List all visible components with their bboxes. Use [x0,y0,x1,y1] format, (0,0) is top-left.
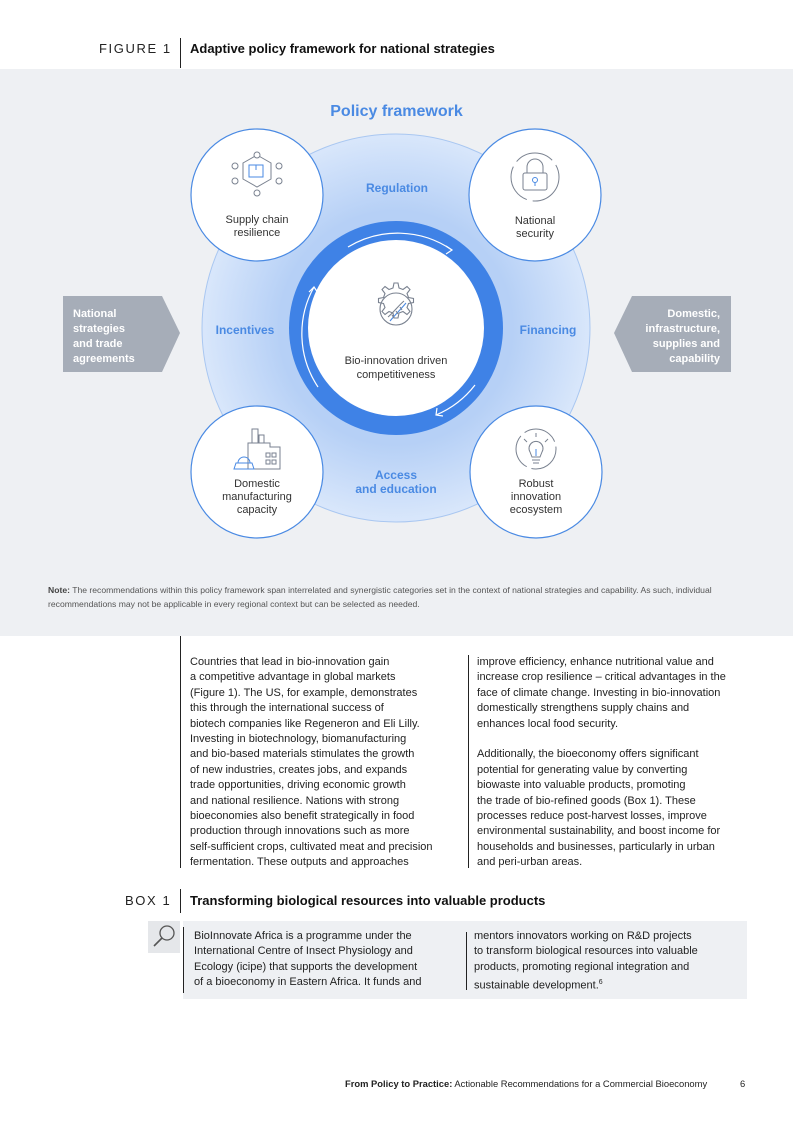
manufacturing-line1: Domestic [234,478,280,490]
body-left-rule [180,636,181,868]
box-label: BOX 1 [125,893,172,908]
label-incentives: Incentives [216,323,275,337]
innovation-line3: ecosystem [510,504,563,516]
policy-framework-diagram: Policy framework National strategies and… [63,103,731,539]
figure-divider [180,38,181,68]
note-text: The recommendations within this policy f… [48,585,712,609]
manufacturing-line3: capacity [237,504,278,516]
box-icon-tile [148,921,180,953]
footnote-ref: 6 [598,979,603,987]
left-arrow-line4: agreements [73,353,135,365]
center-label-line1: Bio-innovation driven [345,355,448,367]
left-arrow-line3: and trade [73,338,123,350]
figure-title: Adaptive policy framework for national s… [190,41,495,56]
cycle-arrows [301,232,476,417]
note-label: Note: [48,585,70,595]
body-column-1: Countries that lead in bio-innovation ga… [190,656,433,869]
security-line1: National [515,215,555,227]
diagram-heading: Policy framework [330,103,463,120]
label-and-education: and education [355,482,436,496]
innovation-line2: innovation [511,491,561,503]
left-arrow-line2: strategies [73,323,125,335]
box-column-1: BioInnovate Africa is a programme under … [194,930,422,989]
lock-icon [510,152,560,202]
label-access: Access [375,468,417,482]
page-number: 6 [740,1078,746,1089]
left-input-arrow: National strategies and trade agreements [63,296,180,372]
box-left-rule [183,927,184,993]
security-line2: security [516,228,554,240]
box-network-icon [231,151,283,197]
innovation-line1: Robust [519,478,554,490]
supply-chain-line2: resilience [234,227,280,239]
gear-dna-icon [377,282,415,326]
label-financing: Financing [520,323,577,337]
box-column-2: mentors innovators working on R&D projec… [474,929,742,994]
core-disc [308,240,484,416]
node-supply-chain: Supply chain resilience [190,128,324,262]
page-footer: From Policy to Practice: Actionable Reco… [345,1078,707,1089]
footer-subtitle: Actionable Recommendations for a Commerc… [452,1078,708,1089]
figure-label: FIGURE 1 [99,41,172,56]
right-input-arrow: Domestic, infrastructure, supplies and c… [614,296,731,372]
left-arrow-line1: National [73,308,116,320]
manufacturing-line2: manufacturing [222,491,292,503]
right-arrow-line1: Domestic, [667,308,720,320]
body-column-rule [468,655,469,868]
factory-icon [233,428,281,470]
footer-title: From Policy to Practice: [345,1078,453,1089]
body-column-2: improve efficiency, enhance nutritional … [477,656,726,869]
label-regulation: Regulation [366,181,428,195]
lightbulb-icon [515,428,557,470]
node-domestic-manufacturing: Domestic manufacturing capacity [190,405,324,539]
box-panel [183,921,747,999]
box-column-rule [466,932,467,990]
node-robust-innovation: Robust innovation ecosystem [469,405,603,539]
magnifier-icon [153,925,175,947]
center-label-line2: competitiveness [357,369,436,381]
right-arrow-line4: capability [669,353,721,365]
figure-note: Note: The recommendations within this po… [48,583,748,611]
box-column-2-text: mentors innovators working on R&D projec… [474,930,698,992]
box-title: Transforming biological resources into v… [190,893,546,908]
supply-chain-line1: Supply chain [226,214,289,226]
box-divider [180,889,181,913]
node-national-security: National security [468,128,602,262]
right-arrow-line3: supplies and [653,338,720,350]
right-arrow-line2: infrastructure, [645,323,720,335]
